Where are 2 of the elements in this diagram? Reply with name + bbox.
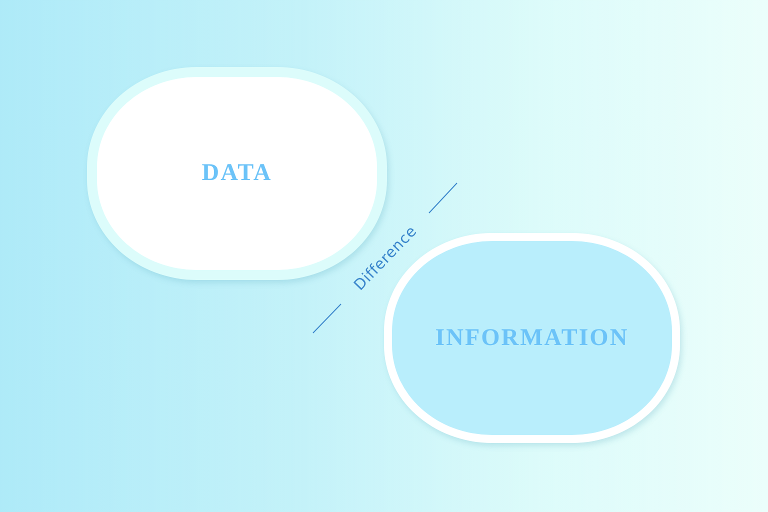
node-label: DATA xyxy=(202,160,272,187)
node-label: INFORMATION xyxy=(435,324,629,352)
